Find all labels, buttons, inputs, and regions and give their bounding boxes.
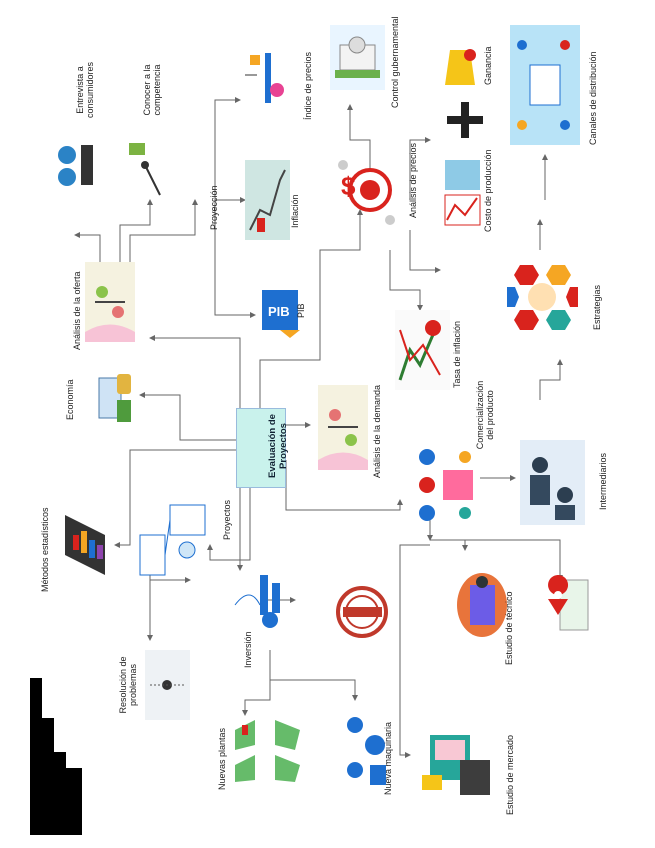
- inflation-rate-label: Tasa de inflación: [452, 320, 462, 388]
- svg-text:$: $: [341, 171, 356, 201]
- technical-study-label: Estudio de técnico: [504, 591, 514, 665]
- gdp-image: PIB: [260, 280, 300, 340]
- market-study-label: Estudio de mercado: [505, 734, 515, 815]
- new-plants-image: [230, 710, 305, 785]
- profit-image: [440, 45, 480, 90]
- statistical-methods-image: [55, 505, 115, 585]
- price-index-image: [245, 45, 290, 110]
- interview-image: [55, 135, 100, 195]
- distribution-channels-label: Canales de distribución: [588, 51, 598, 145]
- demand-analysis-image: [318, 385, 368, 470]
- competition-image: [125, 135, 165, 200]
- government-control-label: Control gubernamental: [390, 16, 400, 108]
- demand-analysis-label: Análisis de la demanda: [372, 384, 382, 478]
- interview-label: Entrevista a consumidores: [75, 61, 95, 119]
- technical-study-image: [455, 570, 510, 640]
- statistical-methods-label: Métodos estadísticos: [40, 507, 50, 592]
- production-cost-image: [435, 150, 490, 235]
- new-plants-label: Nuevas plantas: [217, 727, 227, 790]
- investment-image: [230, 565, 300, 630]
- projects-label: Proyectos: [222, 499, 232, 540]
- profit-label: Ganancia: [483, 46, 493, 85]
- approved-stamp-image: [335, 585, 390, 640]
- projection-label: Proyección: [209, 185, 219, 230]
- price-analysis-image: $: [335, 145, 400, 235]
- projects-image: [135, 495, 210, 585]
- strategies-label: Estrategias: [592, 284, 602, 330]
- gdp-label: PIB: [296, 303, 306, 318]
- gdp-icon-text: PIB: [268, 304, 290, 319]
- inflation-rate-image: [395, 310, 450, 390]
- price-index-label: Índice de precios: [303, 51, 313, 120]
- government-control-image: [330, 25, 385, 90]
- location-pin-image: [540, 575, 590, 635]
- new-machinery-label: Nueva maquinaria: [383, 721, 393, 795]
- center-label: Evaluación de Proyectos: [267, 414, 289, 478]
- new-machinery-image: [340, 710, 395, 790]
- supply-analysis-label: Análisis de la oferta: [72, 271, 82, 350]
- market-study-image: [420, 720, 495, 800]
- investment-label: Inversión: [243, 631, 253, 668]
- problem-solving-image: [145, 650, 190, 720]
- price-analysis-label: Análisis de precios: [408, 142, 418, 218]
- black-block: [42, 718, 54, 835]
- inflation-label: Inflación: [290, 194, 300, 228]
- inflation-image: [245, 160, 290, 240]
- intermediaries-image: [520, 440, 585, 525]
- distribution-channels-image: [510, 25, 580, 145]
- competition-label: Conocer a la competencia: [142, 64, 162, 116]
- black-block: [30, 678, 42, 835]
- problem-solving-label: Resolución de problemas: [118, 656, 138, 714]
- black-block: [66, 768, 82, 835]
- strategies-image: [505, 255, 580, 340]
- commercialization-label: Comercialización del producto: [475, 380, 495, 450]
- commercialization-image: [415, 445, 480, 525]
- supply-analysis-image: [85, 262, 135, 342]
- black-block: [54, 752, 66, 835]
- plus-icon: [445, 100, 485, 140]
- intermediaries-label: Intermediarios: [598, 452, 608, 510]
- center-node[interactable]: Evaluación de Proyectos: [236, 408, 289, 488]
- production-cost-label: Costo de producción: [483, 149, 493, 232]
- economy-label: Economía: [65, 379, 75, 420]
- economy-image: [95, 370, 135, 430]
